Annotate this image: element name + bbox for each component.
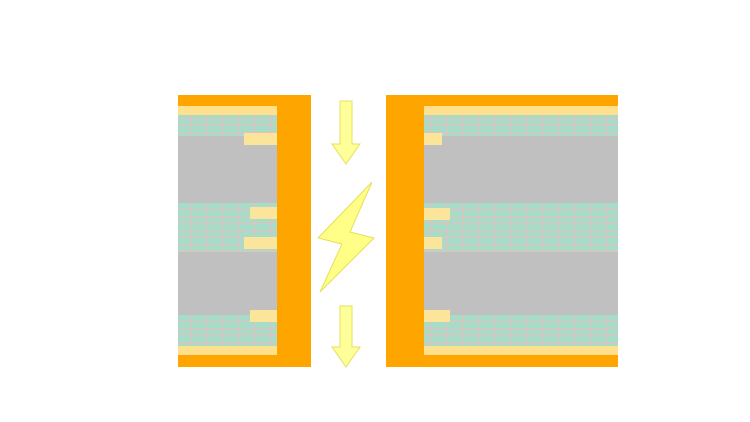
right-tab-4: [424, 310, 450, 322]
right-bottom-separator-block: [424, 252, 618, 315]
left-tab-2: [250, 207, 277, 219]
left-bottom-collector: [178, 346, 277, 355]
left-panel: [178, 95, 311, 367]
right-bottom-collector: [424, 346, 618, 355]
right-top-grid-band: [424, 115, 618, 136]
right-tab-3: [424, 237, 442, 249]
left-tab-1: [244, 133, 277, 145]
right-tab-1: [424, 133, 442, 145]
right-panel: [386, 95, 618, 367]
down-arrow-icon: [331, 305, 361, 368]
right-middle-grid-band: [424, 203, 618, 252]
left-tab-4: [250, 310, 277, 322]
left-top-separator-block: [178, 136, 277, 203]
down-arrow-icon: [331, 100, 361, 165]
right-top-separator-block: [424, 136, 618, 203]
lightning-bolt-icon: [317, 181, 375, 293]
left-bottom-separator-block: [178, 252, 277, 315]
right-top-collector: [424, 106, 618, 115]
left-top-grid-band: [178, 115, 277, 136]
left-tab-3: [244, 237, 277, 249]
left-top-collector: [178, 106, 277, 115]
right-bottom-grid-band: [424, 315, 618, 346]
right-tab-2: [424, 208, 450, 220]
